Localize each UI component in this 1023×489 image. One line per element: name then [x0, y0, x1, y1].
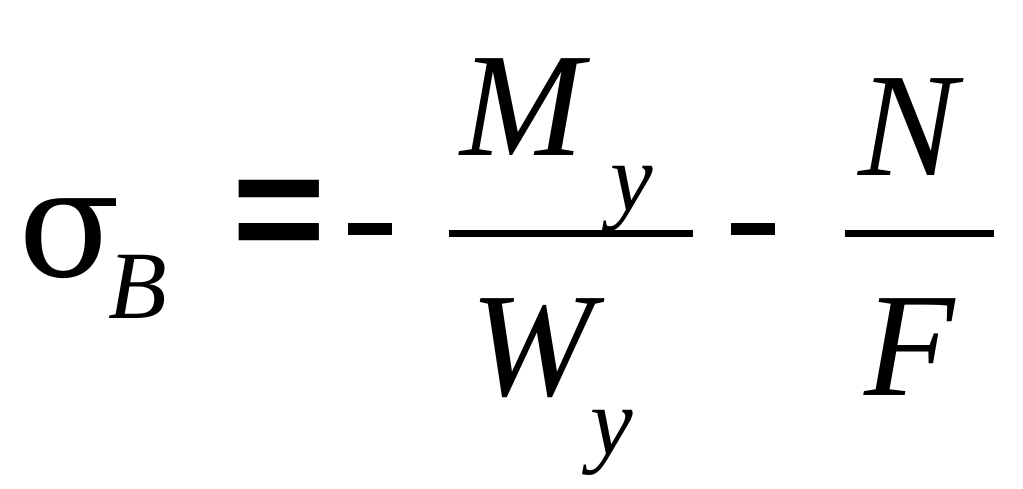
- denominator-section-modulus-subscript: y: [590, 368, 633, 475]
- minus-sign-2: [731, 223, 775, 235]
- sigma-symbol: σ: [18, 138, 121, 312]
- denominator-area: F: [864, 264, 955, 428]
- sigma-subscript: B: [108, 232, 167, 339]
- fraction-bar-1: [449, 230, 693, 237]
- numerator-moment: M: [460, 24, 584, 188]
- denominator-section-modulus: W: [470, 264, 594, 428]
- numerator-moment-subscript: y: [610, 124, 653, 231]
- fraction-bar-2: [845, 230, 994, 237]
- minus-sign-1: [348, 223, 392, 235]
- numerator-force: N: [858, 44, 957, 208]
- equals-sign: =: [232, 118, 326, 297]
